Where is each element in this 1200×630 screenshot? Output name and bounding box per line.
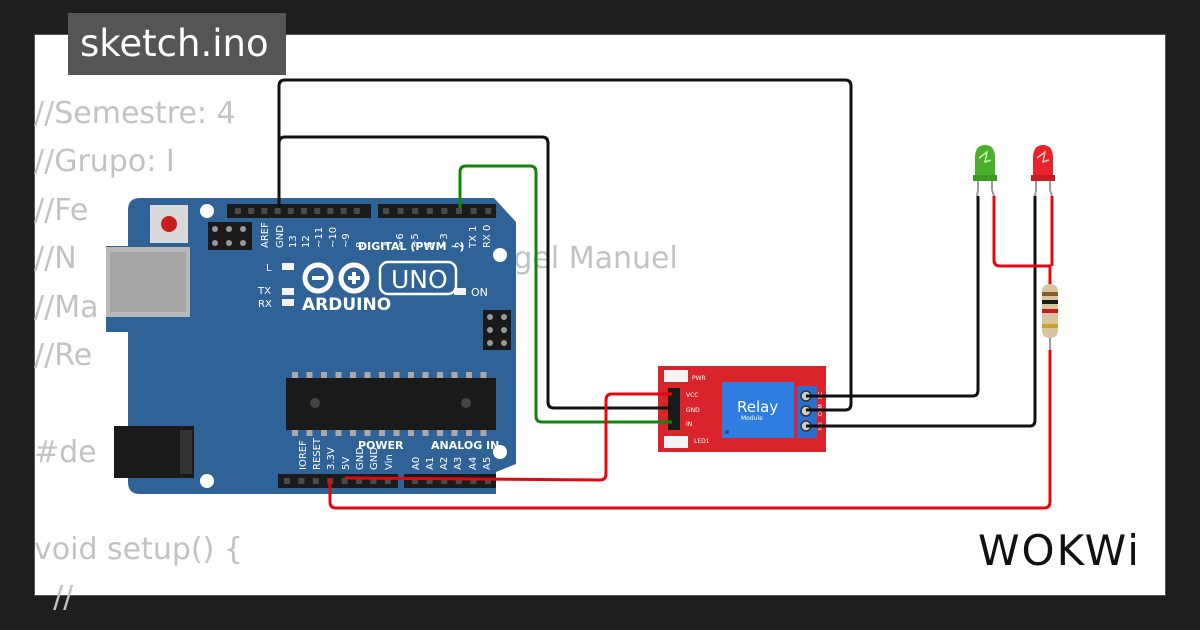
power-header-label: POWER [358, 439, 404, 452]
bottom-pin-label: IOREF [298, 440, 309, 470]
header-top-left [227, 204, 371, 218]
icsp-header-top [208, 222, 252, 250]
bottom-pin-label: A3 [453, 457, 464, 470]
top-pin-label: GND [275, 225, 286, 248]
code-line: //Semestre: 4 [34, 96, 236, 131]
led-on [454, 288, 466, 295]
icsp-header-right [483, 310, 511, 350]
bottom-pin-label: 3.3V [326, 447, 337, 470]
bottom-pin-label: Vin [384, 454, 395, 470]
wire-no-to-red-led [806, 196, 1037, 428]
wire-13-to-relay-gnd [277, 135, 672, 410]
top-pin-label: 13 [288, 235, 299, 248]
code-line: //Fe [34, 192, 89, 228]
arduino-logo: ARDUINO UNO [302, 260, 458, 315]
top-pin-label: ~3 [439, 233, 450, 248]
led-l [282, 263, 294, 270]
bottom-pin-label: A1 [425, 457, 436, 470]
bottom-pin-label: A0 [411, 457, 422, 470]
relay-label-led1: LED1 [694, 438, 710, 445]
led-label-l: L [266, 263, 272, 274]
code-line: void setup() { [34, 531, 243, 567]
top-pin-label: 4 [425, 242, 436, 248]
led-rx [282, 299, 294, 306]
atmega-chip [286, 372, 496, 436]
green-led[interactable] [973, 145, 997, 197]
wire-pin2-to-in [458, 164, 672, 424]
code-line: // [34, 579, 74, 615]
led-label-rx: RX [258, 299, 272, 310]
bottom-pin-label: A5 [482, 457, 493, 470]
wire-gnd-to-com [277, 78, 853, 412]
red-led[interactable] [1031, 145, 1055, 197]
top-pin-label: ~9 [341, 233, 352, 248]
analog-header-label: ANALOG IN [431, 439, 499, 452]
led-tx [282, 288, 294, 295]
code-background: //Semestre: 4//Grupo: I//Fe//N z Angel M… [34, 90, 678, 622]
header-bottom-power [278, 474, 398, 488]
top-pin-label: ~6 [395, 233, 406, 248]
relay-label-gnd: GND [686, 407, 700, 414]
digital-header-label: DIGITAL (PWM ~) [358, 240, 465, 253]
bottom-pin-label: GND [369, 447, 380, 470]
bottom-pin-label: GND [355, 447, 366, 470]
relay-label-pwr: PWR [692, 375, 706, 382]
code-line: //Re [34, 337, 93, 373]
top-pin-label: ~5 [410, 233, 421, 248]
top-pin-label: RX 0 [482, 225, 493, 248]
header-top-right [378, 204, 496, 218]
code-line: #de [34, 434, 97, 470]
wire-nc-to-green-led [806, 196, 980, 398]
led-label-on: ON [471, 286, 488, 299]
relay-label-in: IN [686, 421, 692, 428]
bottom-pin-label: A4 [468, 457, 479, 470]
bottom-pin-label: RESET [312, 437, 323, 470]
file-tab[interactable]: sketch.ino [68, 13, 286, 75]
code-line: //Grupo: I [34, 144, 175, 180]
arduino-logo-text: ARDUINO [302, 295, 391, 315]
wokwi-logo: WOKWi [978, 526, 1141, 575]
relay-subtitle: Module [741, 415, 763, 422]
relay-module[interactable]: PWR VCC GND IN LED1 Relay Module NC COM … [658, 366, 826, 452]
top-pin-label: 2 [454, 242, 465, 248]
relay-input-header [668, 388, 680, 430]
wire-5v-to-vcc [344, 392, 672, 482]
top-pin-label: AREF [260, 222, 271, 248]
bottom-pin-label: 5V [341, 457, 352, 470]
top-pin-label: 12 [301, 235, 312, 248]
top-pin-label: TX 1 [468, 226, 479, 250]
relay-label-vcc: VCC [686, 392, 698, 399]
relay-title: Relay [737, 398, 778, 416]
top-pin-label: ~10 [328, 227, 339, 248]
led-label-tx: TX [257, 286, 271, 297]
relay-cube [722, 382, 794, 438]
bottom-pin-label: A2 [439, 457, 450, 470]
arduino-model-text: UNO [391, 265, 448, 294]
wires [277, 78, 1054, 510]
wire-green-led-to-resistor [992, 196, 1052, 284]
top-pin-label: ~11 [314, 227, 325, 248]
top-pin-label: 7 [380, 242, 391, 248]
top-pin-label: 8 [355, 242, 366, 248]
wire-3v3-to-resistor [328, 350, 1052, 510]
